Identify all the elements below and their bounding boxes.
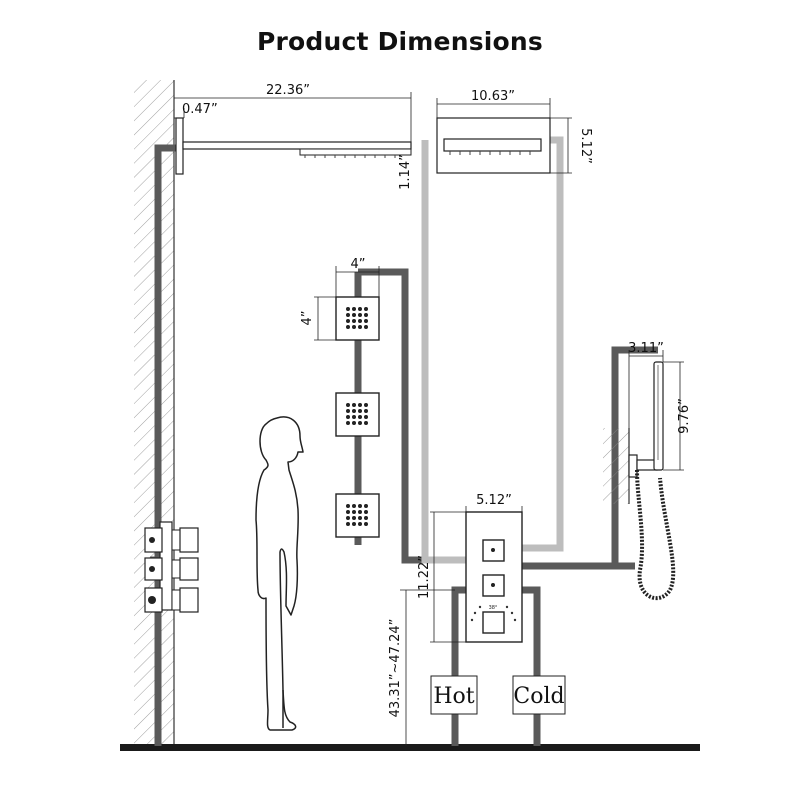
supply-pipes [150, 144, 658, 746]
dim-head-width: 10.63” [471, 89, 515, 104]
body-jet-icon [335, 392, 380, 437]
cold-supply-label-box: Cold [512, 675, 566, 715]
dim-jet-height: 4” [300, 310, 315, 325]
thermostatic-valve-icon: 38° [465, 511, 523, 643]
hose-icon [635, 469, 676, 601]
valve-dimension-lines [400, 506, 523, 746]
cold-label: Cold [513, 684, 564, 709]
dim-valve-mount-height: 43.31”~47.24” [388, 619, 403, 718]
rain-shower-head-icon [436, 117, 551, 174]
dim-arm-length: 22.36” [266, 83, 310, 98]
dim-arm-offset: 0.47” [182, 102, 218, 117]
body-jet-icon [335, 296, 380, 341]
dim-jet-width: 4” [350, 257, 365, 272]
thermostatic-valve-icon [144, 521, 199, 613]
dim-head-height: 5.12” [578, 128, 593, 164]
valve-temp-label: 38° [489, 605, 498, 611]
dim-handshower-height: 9.76” [677, 398, 692, 434]
head-dimension-lines [436, 98, 572, 174]
hot-supply-label-box: Hot [430, 675, 478, 715]
body-jet-icon [335, 493, 380, 538]
hot-label: Hot [433, 684, 474, 709]
page-title: Product Dimensions [257, 27, 543, 56]
wall-hatch-icon [603, 428, 630, 504]
hand-shower-icon [628, 361, 664, 478]
dim-valve-height: 11.22” [417, 555, 432, 599]
floor-line [120, 744, 700, 751]
human-figure-icon [255, 416, 304, 731]
wall-hatch-icon [134, 80, 175, 746]
arm-dimension-lines [174, 92, 412, 142]
handshower-dimension-lines [628, 350, 684, 471]
dim-handshower-width: 3.11” [628, 341, 664, 356]
jet-dimension-lines [314, 266, 380, 341]
shower-arm [175, 117, 412, 175]
dim-head-thickness: 1.14” [398, 154, 413, 190]
dim-valve-width: 5.12” [476, 493, 512, 508]
